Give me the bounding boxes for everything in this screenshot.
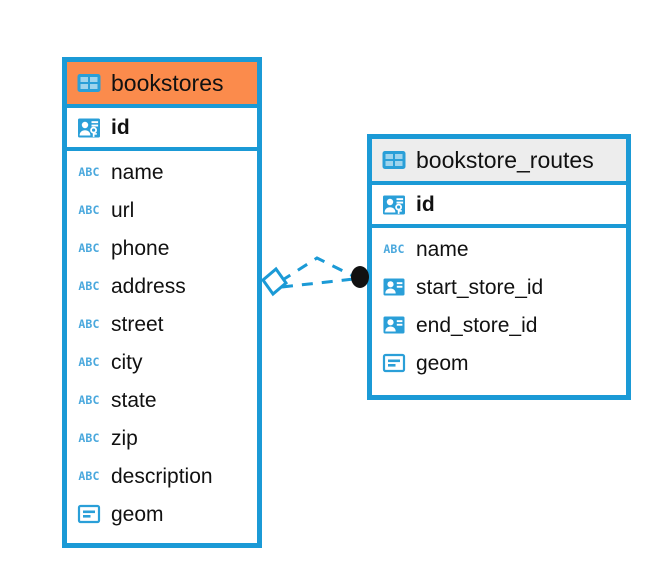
field-label: zip bbox=[111, 426, 138, 450]
text-type-icon: ABC bbox=[381, 236, 407, 262]
text-type-icon: ABC bbox=[76, 235, 102, 261]
field-label: start_store_id bbox=[416, 275, 544, 299]
relationship-edge-lower bbox=[281, 277, 355, 289]
foreign-key-icon bbox=[381, 274, 407, 300]
entity-bookstore-routes-title: bookstore_routes bbox=[416, 146, 594, 173]
svg-text:ABC: ABC bbox=[78, 203, 99, 217]
field-row[interactable]: ABC description bbox=[67, 457, 257, 495]
field-row[interactable]: ABC street bbox=[67, 305, 257, 343]
entity-bookstore-routes-primary-key-label: id bbox=[416, 193, 435, 216]
svg-text:ABC: ABC bbox=[78, 431, 99, 445]
field-row[interactable]: start_store_id bbox=[372, 268, 626, 306]
text-type-icon: ABC bbox=[76, 425, 102, 451]
entity-bookstores-title: bookstores bbox=[111, 69, 224, 96]
entity-bookstores-primary-key-row[interactable]: id bbox=[67, 104, 257, 151]
svg-text:ABC: ABC bbox=[78, 241, 99, 255]
field-row[interactable]: end_store_id bbox=[372, 306, 626, 344]
field-row[interactable]: ABC phone bbox=[67, 229, 257, 267]
svg-text:ABC: ABC bbox=[78, 279, 99, 293]
text-type-icon: ABC bbox=[76, 349, 102, 375]
svg-text:ABC: ABC bbox=[78, 317, 99, 331]
text-type-icon: ABC bbox=[76, 311, 102, 337]
svg-text:ABC: ABC bbox=[78, 355, 99, 369]
field-label: name bbox=[111, 160, 164, 184]
table-icon bbox=[381, 147, 407, 173]
field-row[interactable]: ABC city bbox=[67, 343, 257, 381]
text-type-icon: ABC bbox=[76, 197, 102, 223]
text-type-icon: ABC bbox=[76, 387, 102, 413]
field-row[interactable]: geom bbox=[372, 344, 626, 382]
field-row[interactable]: ABC name bbox=[372, 230, 626, 268]
field-row[interactable]: ABC url bbox=[67, 191, 257, 229]
field-row[interactable]: ABC state bbox=[67, 381, 257, 419]
svg-text:ABC: ABC bbox=[78, 469, 99, 483]
relationship-edge-upper bbox=[280, 256, 356, 283]
svg-text:ABC: ABC bbox=[78, 393, 99, 407]
entity-bookstore-routes[interactable]: bookstore_routes id bbox=[367, 134, 631, 400]
svg-text:ABC: ABC bbox=[383, 242, 404, 256]
geometry-type-icon bbox=[381, 350, 407, 376]
field-row[interactable]: ABC zip bbox=[67, 419, 257, 457]
field-label: name bbox=[416, 237, 469, 261]
primary-key-icon bbox=[381, 192, 407, 218]
field-label: end_store_id bbox=[416, 313, 538, 337]
field-row[interactable]: geom bbox=[67, 495, 257, 533]
text-type-icon: ABC bbox=[76, 159, 102, 185]
svg-text:ABC: ABC bbox=[78, 165, 99, 179]
field-label: city bbox=[111, 350, 143, 374]
table-icon bbox=[76, 70, 102, 96]
entity-bookstores-header[interactable]: bookstores bbox=[67, 62, 257, 104]
entity-bookstores-primary-key-label: id bbox=[111, 116, 130, 139]
field-label: address bbox=[111, 274, 186, 298]
field-label: url bbox=[111, 198, 135, 222]
text-type-icon: ABC bbox=[76, 273, 102, 299]
field-row[interactable]: ABC name bbox=[67, 153, 257, 191]
field-label: geom bbox=[416, 351, 469, 375]
field-row[interactable]: ABC address bbox=[67, 267, 257, 305]
geometry-type-icon bbox=[76, 501, 102, 527]
entity-bookstore-routes-fields: ABC name start_store_id bbox=[372, 228, 626, 395]
entity-bookstore-routes-primary-key-row[interactable]: id bbox=[372, 181, 626, 228]
entity-bookstores-fields: ABC name ABC url ABC p bbox=[67, 151, 257, 543]
text-type-icon: ABC bbox=[76, 463, 102, 489]
entity-bookstores[interactable]: bookstores id bbox=[62, 57, 262, 548]
field-label: geom bbox=[111, 502, 164, 526]
primary-key-icon bbox=[76, 115, 102, 141]
field-label: street bbox=[111, 312, 164, 336]
field-label: phone bbox=[111, 236, 170, 260]
foreign-key-icon bbox=[381, 312, 407, 338]
relationship-marker-open-diamond bbox=[260, 266, 289, 297]
field-label: description bbox=[111, 464, 213, 488]
field-label: state bbox=[111, 388, 157, 412]
entity-bookstore-routes-header[interactable]: bookstore_routes bbox=[372, 139, 626, 181]
